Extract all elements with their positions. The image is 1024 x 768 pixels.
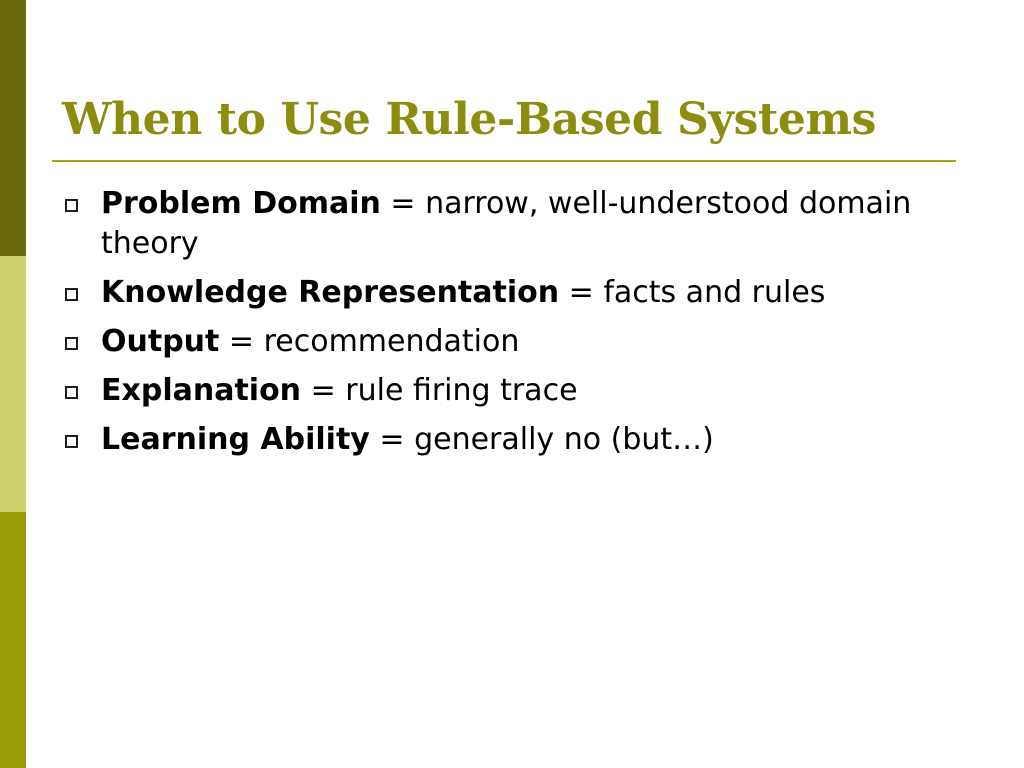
bullet-term: Explanation [101, 373, 302, 408]
slide-title: When to Use Rule-Based Systems [62, 94, 876, 145]
side-bar-segment-bottom [0, 512, 26, 768]
bullet-term: Knowledge Representation [101, 275, 560, 310]
square-bullet-icon [65, 435, 78, 448]
square-bullet-icon [65, 386, 78, 399]
bullet-term: Output [101, 324, 220, 359]
bullet-item: Problem Domain = narrow, well-understood… [62, 184, 942, 264]
bullet-term: Problem Domain [101, 186, 381, 221]
bullet-text: = rule firing trace [301, 373, 578, 408]
bullet-text: = facts and rules [559, 275, 826, 310]
bullet-text: = recommendation [219, 324, 520, 359]
decorative-side-bar [0, 0, 26, 768]
bullet-text: = narrow, well-understood domain theory [101, 186, 912, 261]
bullet-item: Output = recommendation [62, 322, 942, 362]
title-underline-rule [52, 160, 956, 162]
bullet-term: Learning Ability [101, 422, 370, 457]
side-bar-segment-middle [0, 256, 26, 512]
square-bullet-icon [65, 337, 78, 350]
bullet-list: Problem Domain = narrow, well-understood… [62, 184, 942, 469]
side-bar-segment-top [0, 0, 26, 256]
square-bullet-icon [65, 199, 78, 212]
bullet-text: = generally no (but…) [369, 422, 714, 457]
bullet-item: Knowledge Representation = facts and rul… [62, 273, 942, 313]
bullet-item: Explanation = rule firing trace [62, 371, 942, 411]
square-bullet-icon [65, 288, 78, 301]
bullet-item: Learning Ability = generally no (but…) [62, 420, 942, 460]
